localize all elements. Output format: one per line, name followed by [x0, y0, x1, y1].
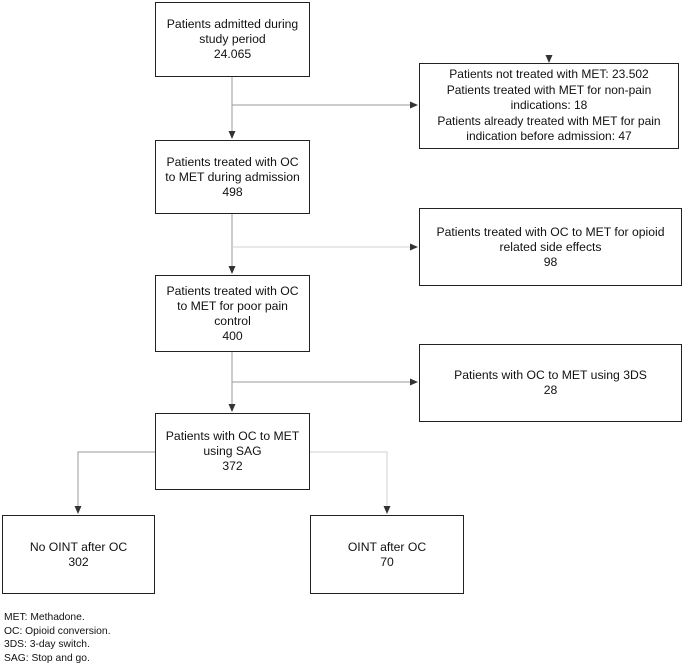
box-oint-value: 70 [380, 554, 394, 569]
box-no-oint-value: 302 [68, 554, 89, 569]
box-3ds: Patients with OC to MET using 3DS 28 [419, 344, 682, 422]
box-oc-to-met-line1: Patients treated with OC [166, 154, 299, 169]
box-excluded: Patients not treated with MET: 23.502 Pa… [419, 63, 679, 149]
abbreviation-legend: MET: Methadone. OC: Opioid conversion. 3… [4, 611, 110, 665]
box-sag-value: 372 [222, 459, 243, 473]
box-3ds-value: 28 [543, 383, 558, 397]
box-oc-to-met-value: 498 [222, 184, 243, 199]
box-sag-line1: Patients with OC to MET [165, 429, 300, 443]
box-excluded-line2: Patients treated with MET for non-pain [446, 82, 652, 97]
legend-item-sag: SAG: Stop and go. [4, 652, 90, 664]
box-excluded-line3: indications: 18 [510, 98, 588, 113]
box-no-oint-line1: No OINT after OC [29, 539, 128, 554]
box-3ds-line1: Patients with OC to MET using 3DS [454, 368, 647, 382]
box-oc-to-met-line2: to MET during admission [165, 169, 300, 184]
box-admitted-line1: Patients admitted during [166, 17, 299, 31]
legend-item-3ds: 3DS: 3-day switch. [4, 639, 90, 650]
connector-sag-to-no-oint [74, 451, 157, 514]
connector-sag-to-oint [308, 451, 391, 514]
box-side-effects-value: 98 [543, 254, 558, 269]
box-admitted: Patients admitted during study period 24… [155, 2, 310, 77]
box-excluded-line5: indication before admission: 47 [466, 129, 632, 144]
box-side-effects: Patients treated with OC to MET for opio… [419, 208, 682, 286]
box-no-oint: No OINT after OC 302 [2, 515, 155, 594]
box-excluded-line1: Patients not treated with MET: 23.502 [449, 67, 649, 82]
box-excluded-line4: Patients already treated with MET for pa… [437, 113, 661, 128]
box-oc-to-met: Patients treated with OC to MET during a… [155, 140, 310, 214]
box-poor-pain-line3: control [214, 313, 251, 328]
box-poor-pain: Patients treated with OC to MET for poor… [155, 275, 310, 352]
box-poor-pain-value: 400 [222, 328, 243, 343]
box-oint-line1: OINT after OC [347, 539, 427, 554]
box-poor-pain-line2: to MET for poor pain [177, 298, 288, 313]
box-admitted-line2: study period [199, 32, 266, 46]
box-admitted-value: 24.065 [213, 47, 252, 61]
box-poor-pain-line1: Patients treated with OC [166, 283, 299, 298]
box-side-effects-line2: related side effects [499, 239, 602, 254]
box-sag: Patients with OC to MET using SAG 372 [155, 413, 310, 490]
box-oint: OINT after OC 70 [310, 515, 464, 594]
legend-item-oc: OC: Opioid conversion. [4, 625, 111, 637]
box-sag-line2: using SAG [203, 444, 262, 458]
legend-item-met: MET: Methadone. [4, 612, 85, 623]
box-side-effects-line1: Patients treated with OC to MET for opio… [436, 224, 665, 239]
